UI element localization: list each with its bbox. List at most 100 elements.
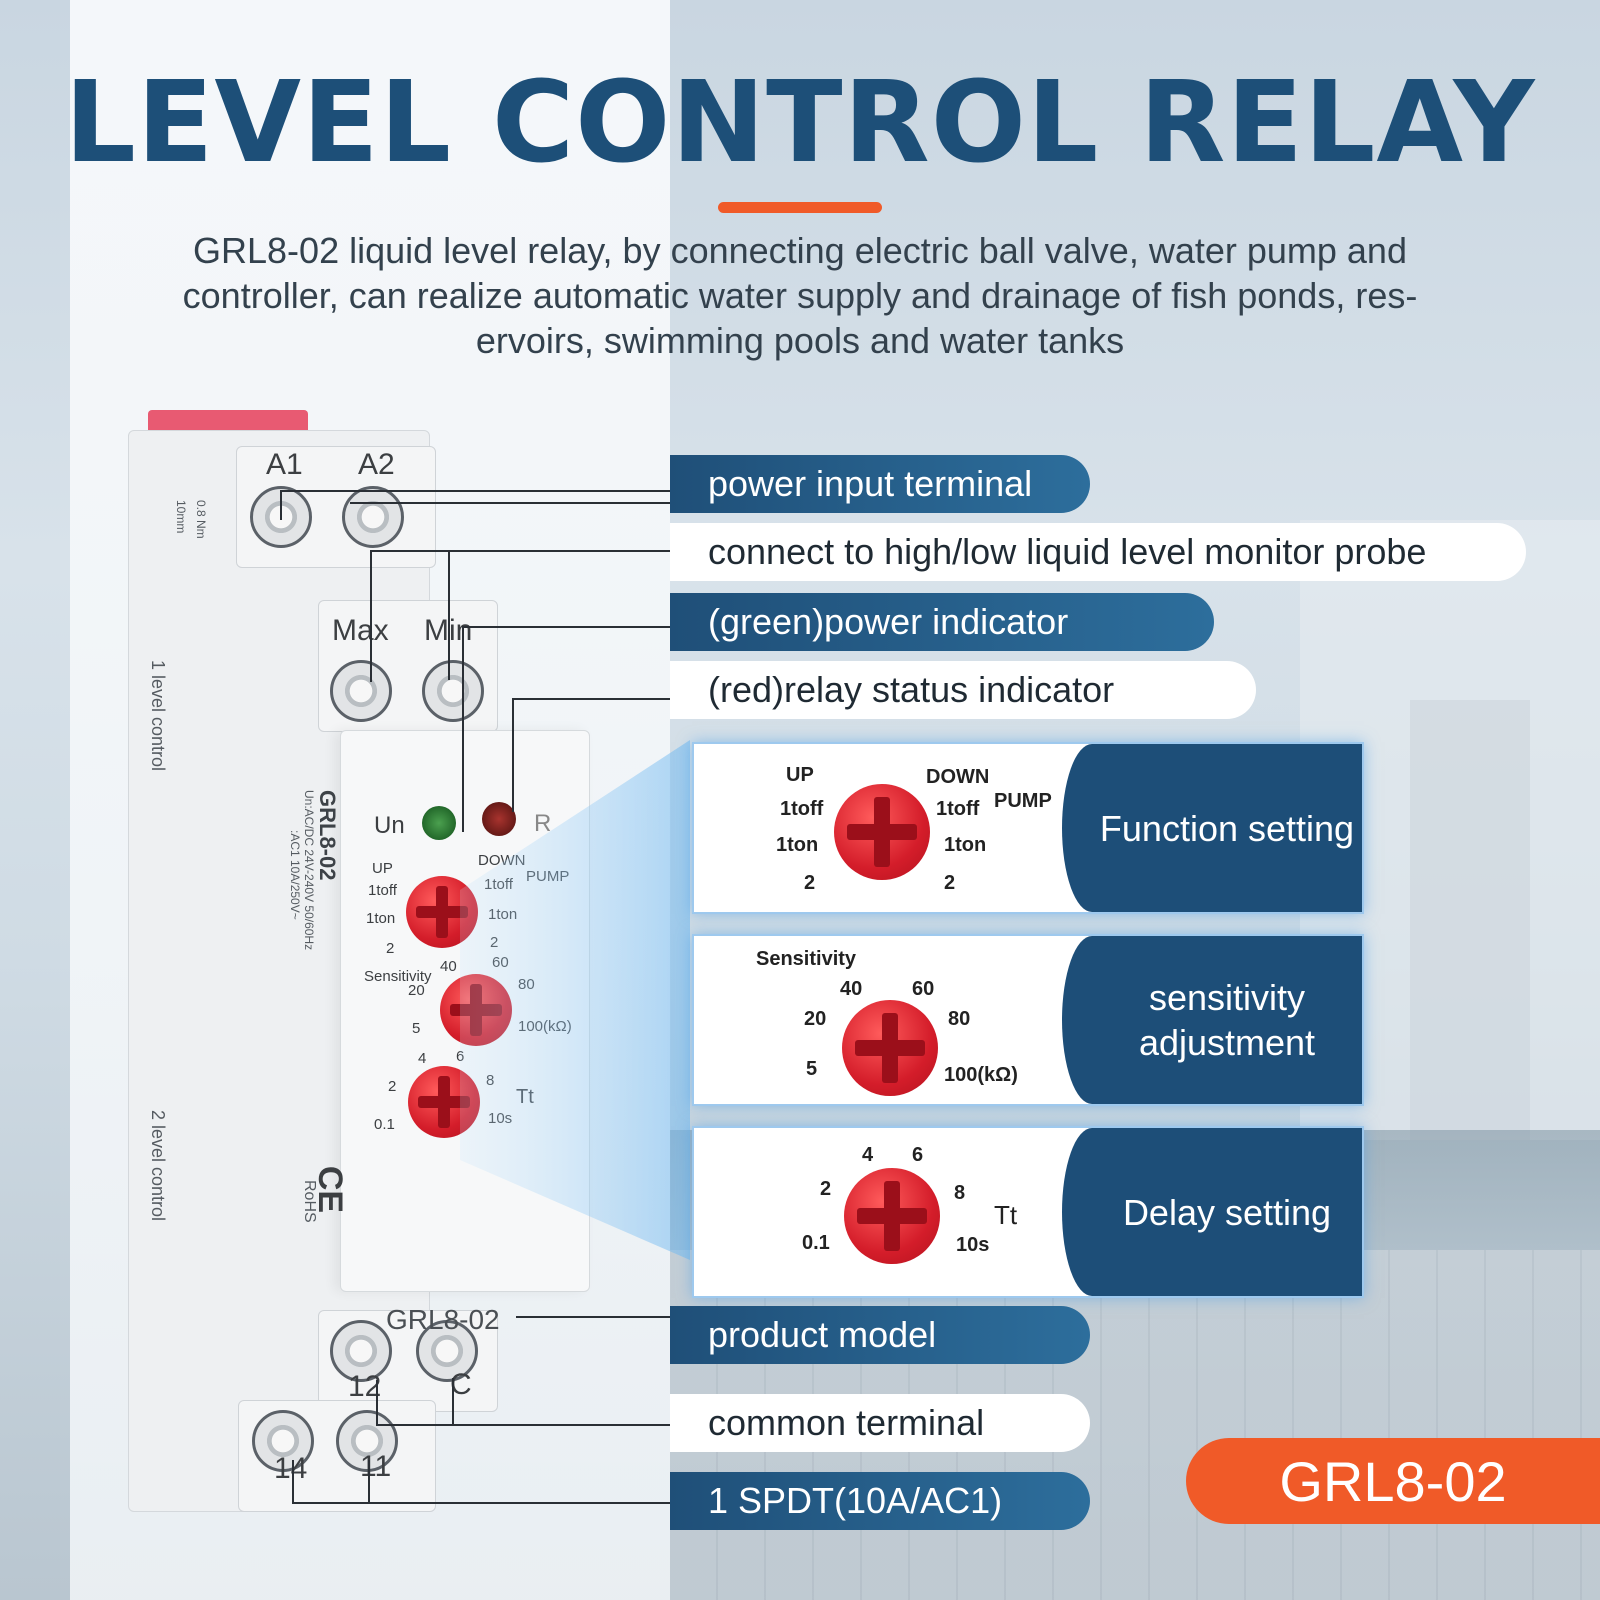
page-title: LEVEL CONTROL RELAY <box>64 58 1536 188</box>
description-line-1: GRL8-02 liquid level relay, by connectin… <box>193 230 1407 271</box>
sens-zoom-40: 40 <box>840 978 863 1000</box>
terminal-14-screw[interactable] <box>252 1410 314 1472</box>
leader-probe-h <box>370 550 682 552</box>
sens-40: 40 <box>440 958 457 975</box>
delay-knob-zoom <box>844 1168 940 1264</box>
sensitivity-adjustment-label: sensitivity adjustment <box>1062 936 1362 1104</box>
delay-setting-text: Delay setting <box>1122 1191 1332 1233</box>
fn-1toff-left: 1toff <box>780 798 824 820</box>
torque-label: 0.8 Nm <box>194 500 208 539</box>
terminal-11-screw[interactable] <box>336 1410 398 1472</box>
description-line-3: ervoirs, swimming pools and water tanks <box>475 320 1125 361</box>
terminal-14-label: 14 <box>274 1452 308 1485</box>
sens-zoom-20: 20 <box>804 1008 827 1030</box>
leader-red-h <box>512 698 682 700</box>
terminal-min-screw[interactable] <box>422 660 484 722</box>
relay-device: 0.8 Nm 10mm 1 level control 2 level cont… <box>128 410 590 1520</box>
leader-spdt-11-v <box>368 1460 370 1504</box>
terminal-c-screw[interactable] <box>416 1320 478 1382</box>
leader-a2-h <box>350 502 670 504</box>
delay-zoom-2: 2 <box>820 1178 832 1200</box>
leader-spdt-h <box>292 1502 682 1504</box>
dial-1toff-left: 1toff <box>368 882 397 899</box>
leader-red-v <box>512 698 514 812</box>
callout-red-indicator: (red)relay status indicator <box>670 661 1256 719</box>
terminal-11-label: 11 <box>360 1450 392 1483</box>
leader-spdt-14-v <box>292 1460 294 1504</box>
un-label: Un <box>374 812 405 839</box>
green-power-led <box>422 806 456 840</box>
function-knob-zoom <box>834 784 930 880</box>
delay-zoom-tt: Tt <box>994 1200 1018 1230</box>
sens-5: 5 <box>412 1020 421 1037</box>
dial-1ton-left: 1ton <box>366 910 396 927</box>
terminal-max-label: Max <box>332 614 389 647</box>
terminal-12-screw[interactable] <box>330 1320 392 1382</box>
delay-zoom-8: 8 <box>954 1182 966 1204</box>
terminal-a2-screw[interactable] <box>342 486 404 548</box>
description-line-2: controller, can realize automatic water … <box>182 275 1418 316</box>
leader-power-h <box>280 490 670 492</box>
leader-probe-max-v <box>370 550 372 682</box>
terminal-a2-label: A2 <box>358 448 395 481</box>
leader-probe-min-v <box>448 550 450 680</box>
strip-length-label: 10mm <box>174 500 188 534</box>
level-2-label: 2 level control <box>148 1110 168 1222</box>
delay-4: 4 <box>418 1050 427 1067</box>
sens-zoom-5: 5 <box>806 1058 818 1080</box>
fn-1ton-left: 1ton <box>776 834 819 856</box>
terminal-12-label: 12 <box>348 1370 382 1403</box>
leader-green-v <box>462 626 464 832</box>
sensitivity-adjustment-text: sensitivity adjustment <box>1138 977 1316 1063</box>
fn-pump-label: PUMP <box>994 790 1052 812</box>
delay-zoom-6: 6 <box>912 1144 924 1166</box>
function-setting-label: Function setting <box>1062 744 1362 912</box>
callout-power-input: power input terminal <box>670 455 1090 513</box>
delay-zoom-4: 4 <box>862 1144 874 1166</box>
callout-green-indicator: (green)power indicator <box>670 593 1214 651</box>
delay-zoom-10s: 10s <box>956 1234 990 1256</box>
model-badge: GRL8-02 <box>1186 1438 1600 1524</box>
title-underline <box>718 202 882 213</box>
callout-probe: connect to high/low liquid level monitor… <box>670 523 1526 581</box>
sens-20: 20 <box>408 982 425 999</box>
delay-setting-label: Delay setting <box>1062 1128 1362 1296</box>
fn-1toff-right: 1toff <box>936 798 980 820</box>
callout-product-model: product model <box>670 1306 1090 1364</box>
leader-model-h <box>516 1316 682 1318</box>
leader-common-12-v <box>376 1380 378 1426</box>
fn-2-left: 2 <box>804 872 816 894</box>
red-status-led <box>482 802 516 836</box>
level-1-label: 1 level control <box>148 660 168 772</box>
device-model-print: GRL8-02 <box>386 1304 500 1335</box>
leader-common-c-v <box>452 1378 454 1424</box>
sens-zoom-60: 60 <box>912 978 935 1000</box>
side-spec-text-2: :AC1 10A/250V~ <box>288 830 302 920</box>
fn-down-label: DOWN <box>926 766 990 788</box>
fn-2-right: 2 <box>944 872 956 894</box>
function-setting-text: Function setting <box>1099 807 1355 849</box>
fn-1ton-right: 1ton <box>944 834 987 856</box>
sens-zoom-80: 80 <box>948 1008 971 1030</box>
leader-common-h <box>376 1424 682 1426</box>
ce-mark: CE <box>311 1165 350 1214</box>
dial-up-label: UP <box>372 860 393 877</box>
sensitivity-panel: Sensitivity 40 60 20 80 5 100(kΩ) sensit… <box>692 934 1364 1106</box>
leader-green-h <box>462 626 670 628</box>
leader-a1-v <box>280 490 282 520</box>
background-building-column <box>1410 700 1530 1140</box>
description: GRL8-02 liquid level relay, by connectin… <box>130 228 1470 363</box>
fn-up-label: UP <box>786 764 814 786</box>
delay-panel: 4 6 2 8 0.1 10s Tt Delay setting <box>692 1126 1364 1298</box>
terminal-max-screw[interactable] <box>330 660 392 722</box>
side-model-text: GRL8-02 <box>315 790 340 881</box>
terminal-a1-label: A1 <box>266 448 303 481</box>
delay-0-1: 0.1 <box>374 1116 395 1133</box>
terminal-c-label: C <box>450 1368 472 1401</box>
sens-zoom-100: 100(kΩ) <box>944 1064 1018 1086</box>
sensitivity-label: Sensitivity <box>364 968 432 985</box>
delay-2: 2 <box>388 1078 397 1095</box>
callout-spdt: 1 SPDT(10A/AC1) <box>670 1472 1090 1530</box>
side-spec-text: Un:AC/DC 24V-240V 50/60Hz <box>302 790 316 951</box>
